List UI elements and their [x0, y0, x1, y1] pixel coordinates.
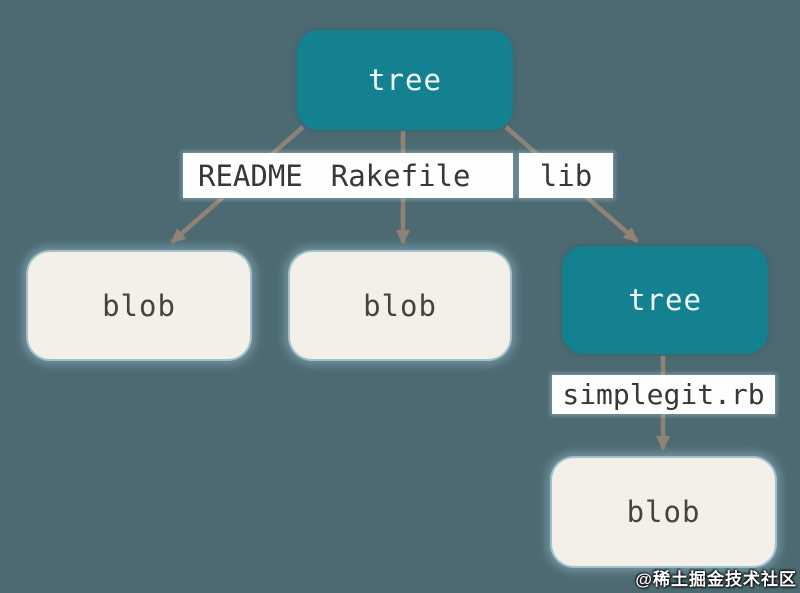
node-root-tree-label: tree: [368, 63, 442, 97]
node-blob-readme-label: blob: [102, 288, 176, 323]
node-blob-rakefile-label: blob: [363, 288, 437, 323]
node-sub-tree-label: tree: [628, 283, 702, 317]
node-blob-simplegit: blob: [552, 458, 775, 566]
edge-label-readme: README: [198, 158, 303, 193]
edge-label-strip-readme-rakefile: README Rakefile: [183, 153, 513, 198]
node-blob-simplegit-label: blob: [626, 495, 701, 529]
node-blob-rakefile: blob: [290, 252, 510, 359]
node-blob-readme: blob: [28, 252, 250, 359]
edge-label-simplegit-rb: simplegit.rb: [552, 375, 775, 414]
edge-label-lib: lib: [519, 153, 613, 198]
edge-label-rakefile: Rakefile: [330, 158, 471, 193]
node-sub-tree: tree: [562, 246, 768, 354]
node-root-tree: tree: [297, 30, 513, 130]
watermark: @稀土掘金技术社区: [635, 570, 797, 589]
